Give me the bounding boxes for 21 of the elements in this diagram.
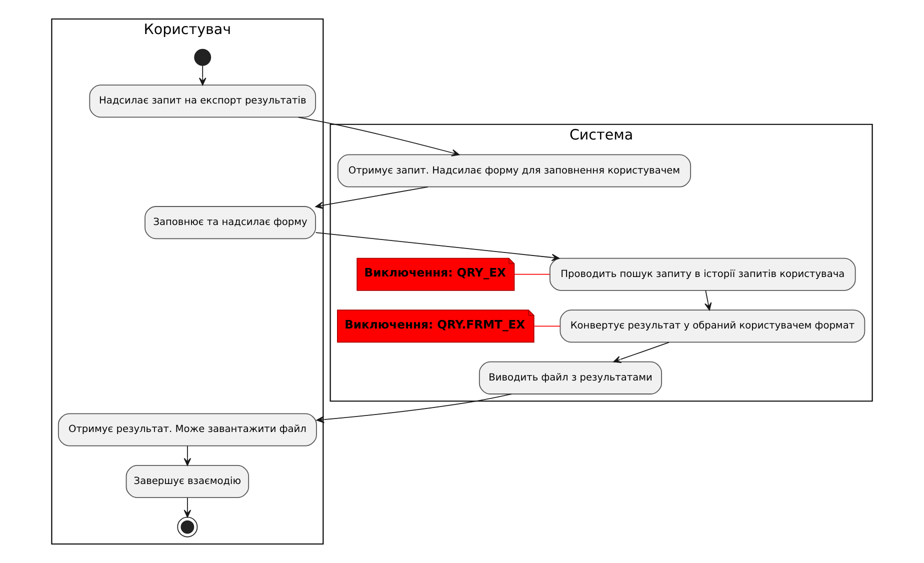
arrow — [298, 116, 460, 156]
arrow — [315, 232, 560, 262]
node-box: Конвертує результат у обраний користувачем формат — [560, 310, 866, 343]
arrow — [315, 186, 428, 209]
arrow — [704, 290, 712, 311]
node-box: Отримує результат. Може завантажити файл — [58, 413, 317, 446]
node-circle — [177, 516, 198, 538]
arrow — [316, 394, 512, 424]
node-box: Проводить пошук запиту в історії запитів користувача — [550, 258, 856, 291]
arrow — [613, 342, 670, 363]
node-box: Заповнює та надсилає форму — [144, 206, 316, 240]
node-box: Виводить файл з результатами — [478, 361, 662, 394]
node-box: Надсилає запит на експорт результатів — [89, 84, 316, 118]
connector — [514, 274, 550, 275]
node-box: Завершує взаємодію — [126, 464, 250, 498]
connector — [534, 326, 561, 327]
arrow — [184, 445, 192, 466]
node-box: Отримує запит. Надсилає форму для заповнення користувачем — [337, 154, 692, 188]
node-circle — [194, 48, 212, 66]
arrow — [198, 65, 206, 86]
arrow — [184, 497, 192, 518]
